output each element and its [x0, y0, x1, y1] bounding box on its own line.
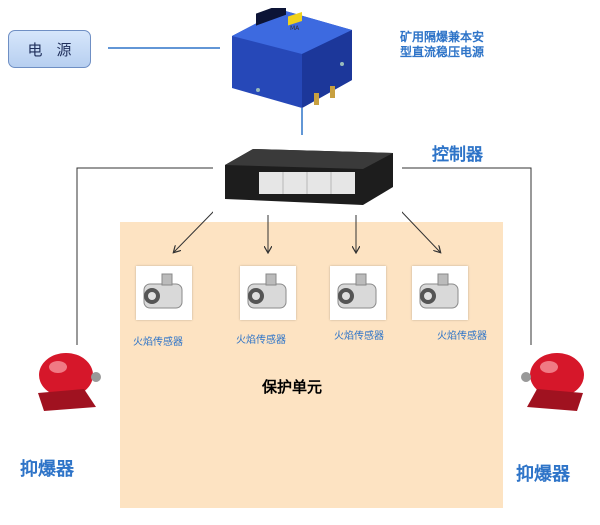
- protection-unit-label: 保护单元: [262, 378, 323, 396]
- right-suppressor-wire: [398, 167, 532, 345]
- suppressor-right: [513, 347, 596, 417]
- power-button[interactable]: 电源: [8, 30, 91, 68]
- flame-sensor-label-4: 火焰传感器: [437, 331, 487, 342]
- svg-text:MA: MA: [290, 25, 300, 32]
- controller-image: [225, 149, 393, 205]
- flame-sensor-4: [412, 266, 468, 320]
- suppressor-left-label: 抑爆器: [20, 459, 74, 480]
- suppressor-right-label: 抑爆器: [516, 464, 570, 485]
- power-supply-label-line2: 型直流稳压电源: [399, 45, 484, 59]
- flame-sensor-label-2: 火焰传感器: [236, 335, 286, 346]
- suppressor-icon: [521, 353, 584, 411]
- controller-box: [213, 135, 402, 215]
- suppressor-icon: [38, 353, 101, 411]
- controller-label: 控制器: [432, 145, 483, 165]
- flame-sensor-icon: [247, 273, 287, 309]
- left-suppressor-wire: [76, 167, 213, 345]
- sensor-arrow-1: [174, 209, 216, 252]
- power-supply-label: 矿用隔爆兼本安 型直流稳压电源: [366, 30, 518, 60]
- flame-sensor-icon: [419, 273, 459, 309]
- power-supply-label-line1: 矿用隔爆兼本安: [399, 30, 484, 44]
- flame-sensor-label-3: 火焰传感器: [334, 331, 384, 342]
- flame-sensor-3: [330, 266, 386, 320]
- sensor-arrow-4: [399, 209, 440, 252]
- power-supply-image: MA: [232, 8, 352, 108]
- flame-sensor-icon: [143, 273, 183, 309]
- suppressor-left: [26, 347, 109, 417]
- flame-sensor-2: [240, 266, 296, 320]
- flame-sensor-icon: [337, 273, 377, 309]
- flame-sensor-1: [136, 266, 192, 320]
- flame-sensor-label-1: 火焰传感器: [133, 337, 183, 348]
